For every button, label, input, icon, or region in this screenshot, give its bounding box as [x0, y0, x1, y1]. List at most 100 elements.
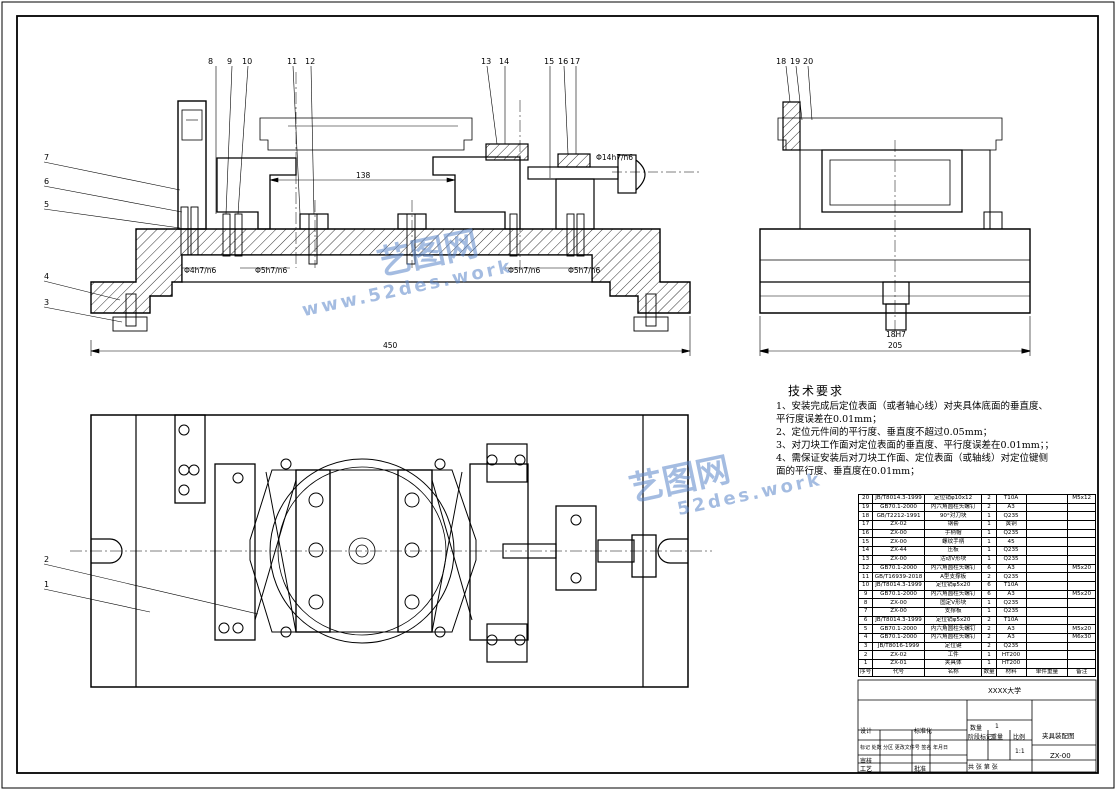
bom-cell: GB70.1-2000 [872, 624, 925, 634]
bom-cell: M5x20 [1067, 624, 1096, 634]
bom-cell: Q235 [995, 598, 1027, 608]
standardization-label: 标准化 [914, 728, 933, 735]
sheet-count: 共 张 第 张 [968, 764, 998, 771]
bom-cell: 1 [981, 520, 997, 530]
bom-cell: 16 [857, 528, 874, 539]
bom-cell [1025, 528, 1069, 539]
stage-label: 阶段标记 [968, 734, 993, 741]
bom-cell: ZX-00 [872, 554, 925, 565]
bom-cell [1067, 606, 1096, 617]
bom-cell: GB70.1-2000 [872, 563, 925, 574]
balloon-13: 13 [481, 57, 491, 66]
balloon-6: 6 [44, 177, 49, 186]
bom-cell: 4 [857, 633, 874, 643]
check-label: 审核 [860, 758, 873, 765]
bom-cell [1025, 598, 1069, 608]
bom-cell: A3 [995, 589, 1027, 600]
front-view [90, 72, 700, 356]
bom-cell: 内六角圆柱头螺钉 [923, 589, 983, 600]
plan-view [70, 414, 712, 688]
bom-cell: JB/T8014.3-1999 [872, 580, 925, 591]
bom-cell: A3 [995, 563, 1027, 574]
bom-cell: 6 [981, 580, 997, 591]
bom-cell [1025, 606, 1069, 617]
bom-cell: 90°对刀块 [923, 511, 983, 522]
designer-label: 设计 [860, 728, 873, 735]
bom-cell: 5 [857, 624, 874, 634]
leader-lines [43, 65, 813, 615]
balloon-14: 14 [499, 57, 509, 66]
bom-cell: M6x30 [1067, 633, 1096, 643]
bom-cell: 压板 [923, 546, 983, 556]
balloon-19: 19 [790, 57, 800, 66]
bom-cell: 2 [981, 494, 997, 504]
bom-cell: ZX-44 [872, 546, 925, 556]
bom-cell: 12 [857, 563, 874, 574]
bom-cell: 18 [857, 511, 874, 522]
bom-cell: 内六角圆柱头螺钉 [923, 563, 983, 574]
bom-cell: 6 [857, 615, 874, 626]
bom-cell: 支撑板 [923, 606, 983, 617]
bom-cell [1025, 572, 1069, 582]
bom-cell: Q235 [995, 546, 1027, 556]
process-label: 工艺 [860, 766, 873, 773]
bom-cell: GB70.1-2000 [872, 589, 925, 600]
dim-450: 450 [383, 341, 398, 350]
bom-cell [1025, 615, 1069, 626]
bom-cell [1067, 520, 1096, 530]
balloon-8: 8 [208, 57, 213, 66]
bom-cell: M5x20 [1067, 589, 1096, 600]
bom-cell: JB/T8016-1999 [872, 641, 925, 652]
technical-requirements: 技术要求 1、安装完成后定位表面（或者轴心线）对夹具体底面的垂直度、 平行度误差… [776, 385, 1076, 478]
balloon-9: 9 [227, 57, 232, 66]
inner-border [16, 15, 1099, 774]
bom-cell: M5x20 [1067, 563, 1096, 574]
dim-205: 205 [888, 341, 903, 350]
bom-header-cell: 代号 [872, 667, 925, 678]
requirement-line: 平行度误差在0.01mm； [776, 414, 882, 425]
balloon-12: 12 [305, 57, 315, 66]
bom-header-cell: 序号 [857, 667, 874, 678]
bom-cell: A型支撑板 [923, 572, 983, 582]
bom-cell: 3 [857, 641, 874, 652]
balloon-18: 18 [776, 57, 786, 66]
bom-cell: Q235 [995, 528, 1027, 539]
bom-cell: 15 [857, 537, 874, 548]
bom-cell: Q235 [995, 641, 1027, 652]
bom-header-cell: 单件重量 [1025, 667, 1069, 678]
side-view [759, 101, 1031, 356]
school-name: XXXX大学 [988, 687, 1022, 695]
title-block: XXXX大学 夹具装配图 ZX-00 数量 1 比例 1:1 重量 阶段标记 共… [858, 680, 1096, 773]
bom-cell [1067, 659, 1096, 669]
bom-cell: ZX-00 [872, 598, 925, 608]
bom-cell: ZX-00 [872, 606, 925, 617]
bom-cell: 2 [981, 615, 997, 626]
bom-cell: ZX-01 [872, 659, 925, 669]
bom-cell: 14 [857, 546, 874, 556]
bom-cell: 钢套 [923, 520, 983, 530]
bom-header-row: 序号代号名称数量材料单件重量备注 [857, 667, 1096, 678]
bom-cell: Q235 [995, 511, 1027, 522]
bom-cell: 定位销φ5x20 [923, 580, 983, 591]
bom-cell: JB/T8014.3-1999 [872, 615, 925, 626]
bom-cell [1025, 624, 1069, 634]
bom-cell: 2 [981, 572, 997, 582]
bom-cell [1067, 511, 1096, 522]
drawing-name: 夹具装配图 [1042, 732, 1075, 740]
balloon-5: 5 [44, 200, 49, 209]
bom-cell: 1 [981, 659, 997, 669]
bom-cell: 9 [857, 589, 874, 600]
scale-label: 比例 [1013, 734, 1026, 741]
bom-cell: 45 [995, 537, 1027, 548]
bom-cell: T10A [995, 615, 1027, 626]
bom-cell: Q235 [995, 554, 1027, 565]
